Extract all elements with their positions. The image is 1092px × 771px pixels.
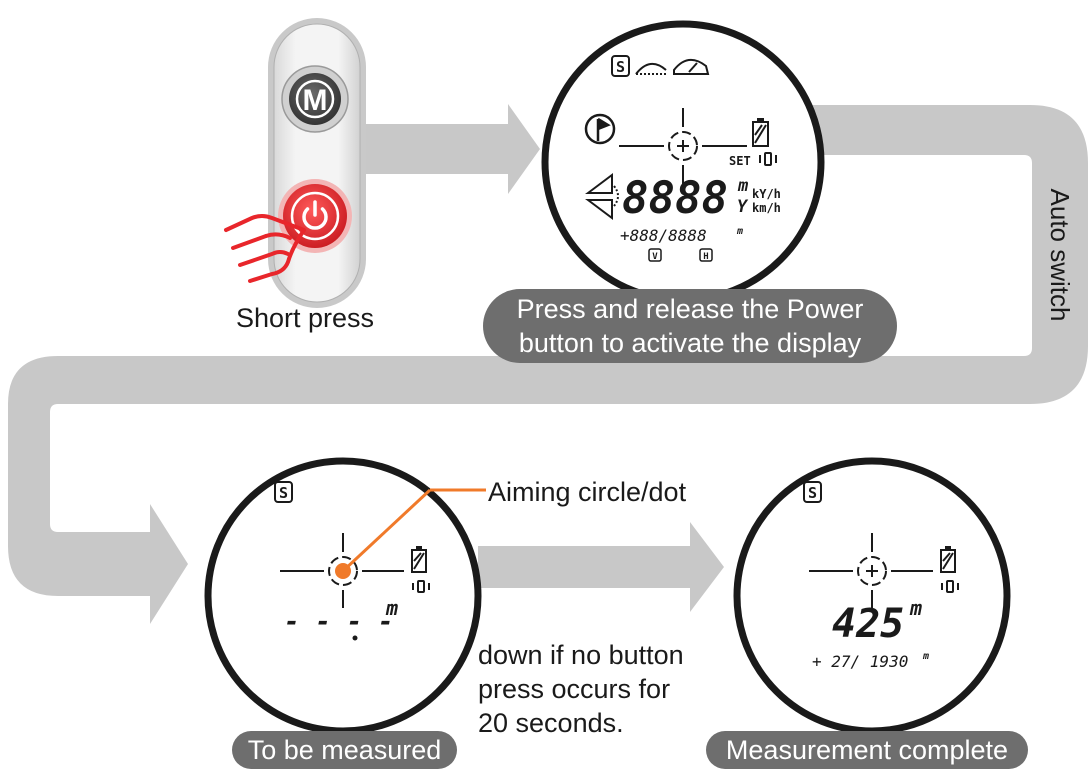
svg-text:m: m — [737, 176, 749, 196]
display-measurement-complete: S 425 m + 27/ 1930 m — [733, 457, 1011, 735]
svg-text:SET: SET — [729, 154, 751, 168]
display-all-segments: S SET — [541, 20, 825, 304]
display-to-be-measured: S - - - - m — [204, 457, 486, 735]
note-line2: press occurs for — [478, 674, 671, 704]
measurement-complete-caption: Measurement complete — [725, 735, 1009, 765]
short-press-label: Short press — [236, 303, 375, 333]
vibration-icon — [941, 580, 959, 593]
battery-icon — [411, 546, 427, 573]
svg-text:S: S — [279, 484, 288, 502]
aiming-callout-leader — [341, 488, 486, 573]
svg-text:- - - -: - - - - — [284, 607, 394, 637]
svg-text:V: V — [652, 252, 658, 262]
slope-angle-icon — [635, 63, 667, 75]
activate-caption-line1: Press and release the Power — [516, 294, 864, 324]
aiming-callout-label: Aiming circle/dot — [488, 477, 687, 507]
remote-control — [224, 18, 366, 308]
svg-text:km/h: km/h — [752, 201, 781, 215]
svg-text:8888: 8888 — [622, 173, 728, 224]
speedometer-icon — [673, 59, 710, 75]
svg-text:S: S — [616, 58, 625, 76]
mode-badge — [611, 55, 630, 77]
caption-pill-to-be-measured — [232, 731, 457, 769]
crosshair — [280, 533, 404, 608]
crosshair — [619, 108, 747, 184]
svg-text:+ 27/ 1930: + 27/ 1930 — [812, 652, 908, 671]
vibration-icon — [759, 152, 777, 166]
svg-text:+888/8888: +888/8888 — [620, 226, 707, 245]
caption-pill-activate — [483, 289, 897, 363]
arrow-auto-switch-band — [8, 105, 1088, 624]
svg-text:m: m — [922, 651, 929, 662]
svg-text:S: S — [808, 484, 817, 502]
battery-icon — [752, 118, 769, 147]
auto-switch-label: Auto switch — [1045, 189, 1075, 322]
svg-text:m: m — [736, 226, 743, 237]
svg-text:m: m — [909, 596, 922, 620]
svg-text:H: H — [703, 252, 708, 262]
battery-icon — [940, 546, 956, 573]
to-be-measured-caption: To be measured — [247, 735, 442, 765]
auto-off-note: down if no button press occurs for 20 se… — [478, 638, 728, 740]
vibration-icon — [412, 580, 430, 593]
mode-button[interactable] — [281, 65, 349, 133]
flow-arrows — [8, 104, 1088, 624]
arrow-measure-to-complete — [478, 522, 724, 612]
activate-caption: Press and release the Power button to ac… — [483, 292, 897, 360]
activate-caption-line2: button to activate the display — [518, 328, 862, 358]
power-icon — [302, 200, 328, 230]
mode-button-label: M — [303, 84, 328, 117]
svg-text:m: m — [385, 596, 398, 620]
note-line3: 20 seconds. — [478, 708, 624, 738]
svg-text:425: 425 — [832, 601, 904, 647]
power-button[interactable] — [278, 179, 352, 253]
pressing-hand-icon — [224, 214, 306, 283]
slope-indicator — [585, 173, 619, 220]
caption-pill-complete — [706, 731, 1028, 769]
svg-text:Y: Y — [737, 197, 749, 217]
note-line1: down if no button — [478, 640, 684, 670]
arrow-remote-to-display — [358, 104, 540, 194]
crosshair — [809, 533, 933, 608]
golf-flag-icon — [584, 113, 616, 145]
svg-text:kY/h: kY/h — [752, 187, 781, 201]
